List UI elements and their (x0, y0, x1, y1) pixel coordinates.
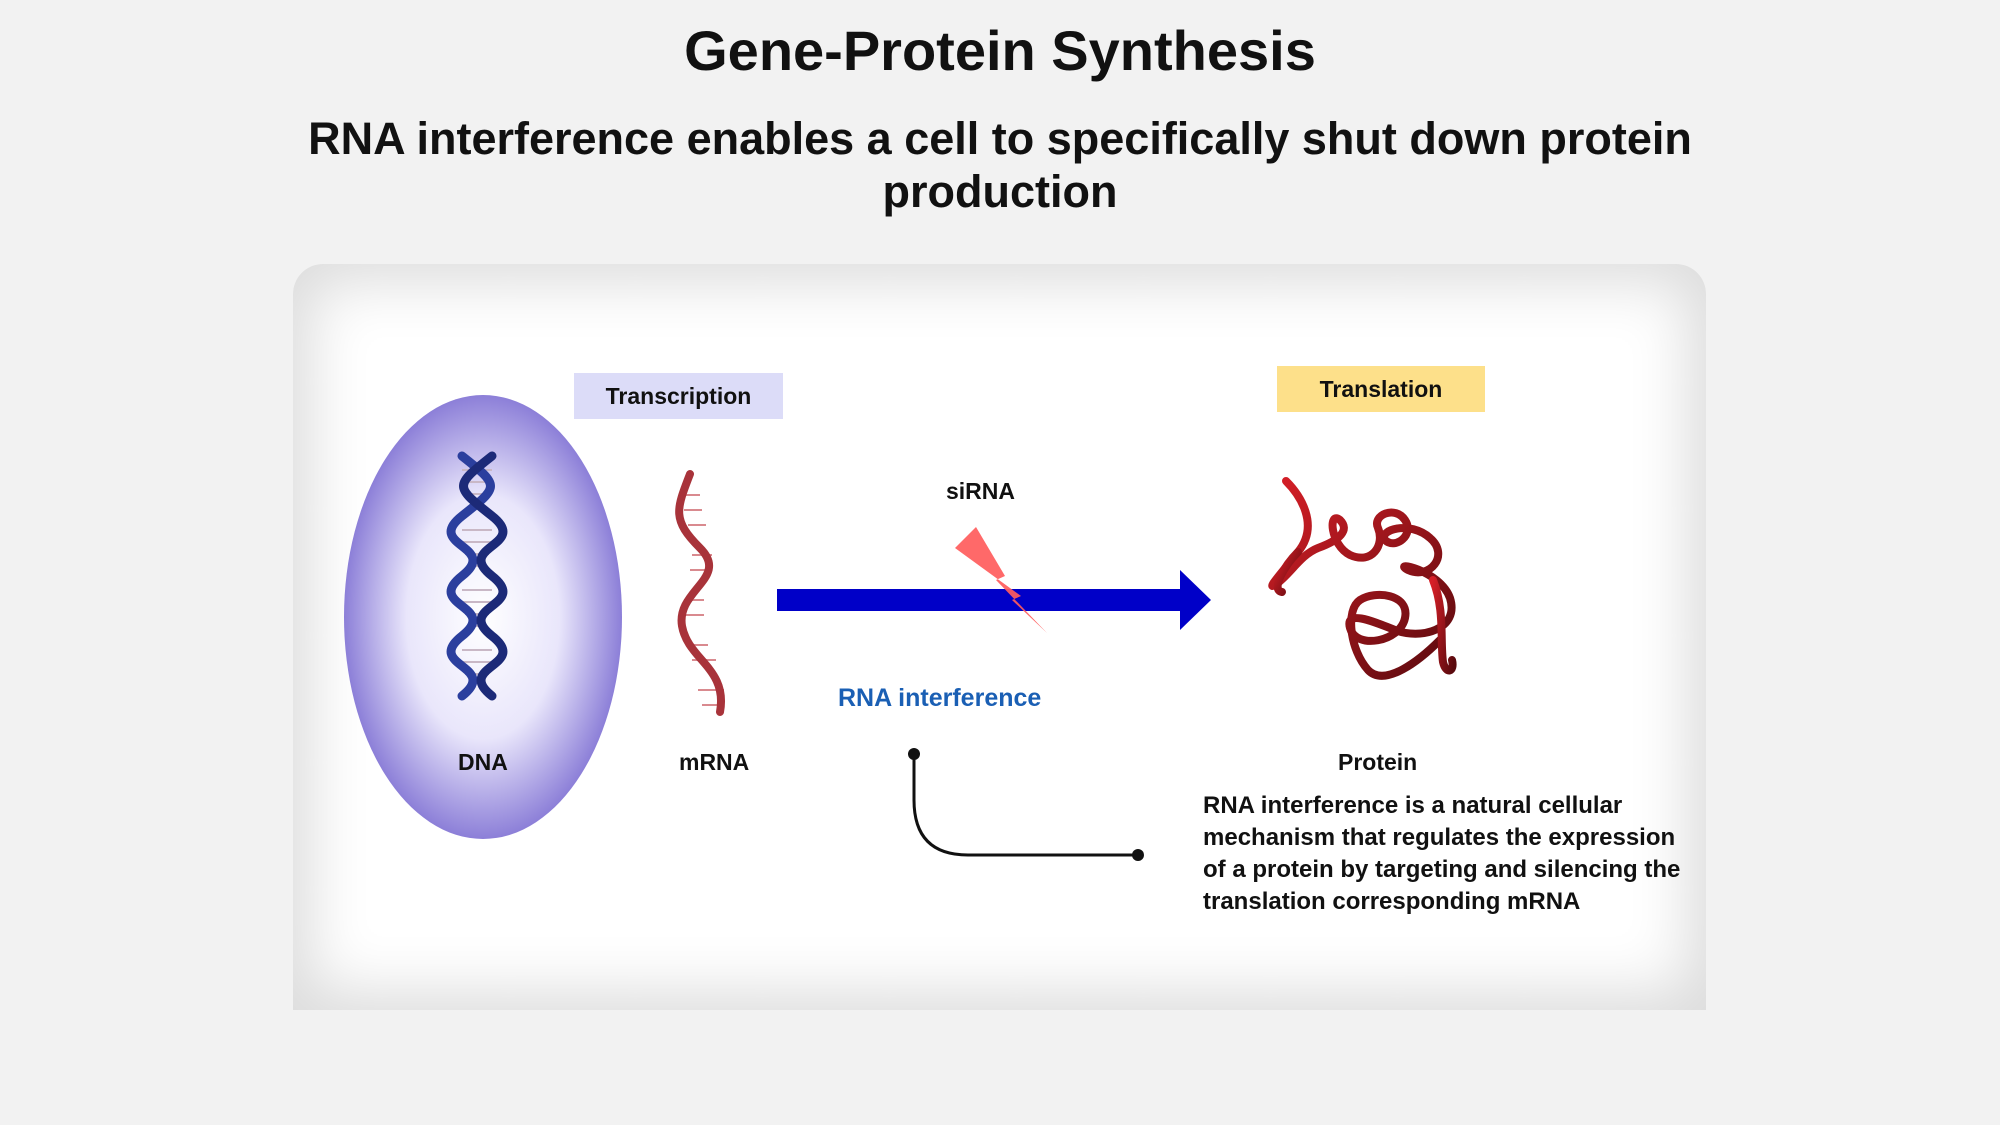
translation-tag: Translation (1277, 366, 1485, 412)
lightning-bolt-icon (955, 527, 1047, 633)
rnai-description: RNA interference is a natural cellular m… (1203, 792, 1681, 915)
mrna-strand-icon (675, 470, 726, 716)
connector-line (908, 748, 1144, 861)
mrna-label: mRNA (679, 749, 750, 775)
page-subtitle: RNA interference enables a cell to speci… (308, 113, 1692, 217)
transcription-tag: Transcription (574, 373, 783, 419)
transcription-translation-arrow (777, 570, 1211, 630)
rna-interference-label: RNA interference (838, 684, 1042, 712)
protein-label: Protein (1338, 749, 1418, 775)
dna-label: DNA (458, 749, 508, 775)
dna-helix-icon (446, 451, 508, 701)
sirna-label: siRNA (946, 478, 1016, 504)
protein-fold-icon (1268, 477, 1457, 680)
page-title: Gene-Protein Synthesis (684, 19, 1316, 82)
